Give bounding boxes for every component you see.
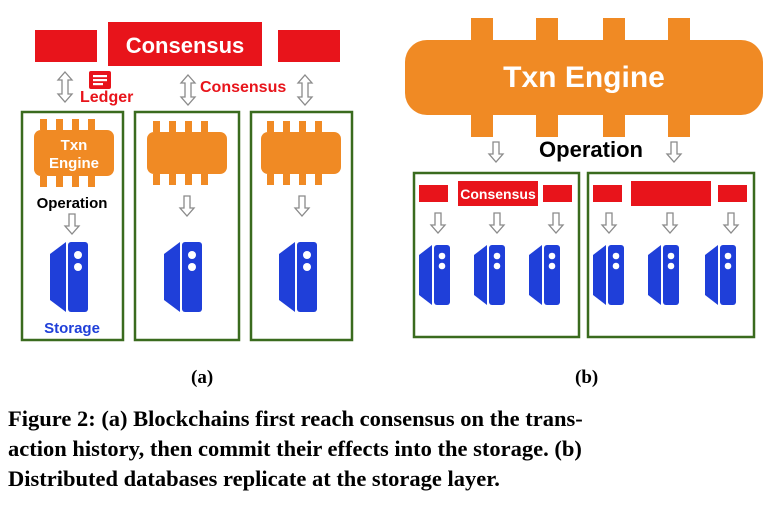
down-arrow-b-l2 (489, 212, 505, 234)
down-arrow-node2 (179, 195, 195, 217)
double-arrow-2 (180, 74, 196, 106)
storage-icon-b6 (705, 245, 736, 305)
txn-engine-chip-2 (147, 121, 227, 185)
down-arrow-node3 (294, 195, 310, 217)
subfigure-label-b: (b) (575, 367, 599, 388)
operation-label-b: Operation (539, 137, 643, 162)
down-arrow-b-r1 (601, 212, 617, 234)
node-box-1: Txn Engine Operation Storage (20, 110, 125, 342)
txn-engine-chip-3 (261, 121, 341, 185)
consensus-top-label: Consensus (126, 33, 245, 58)
storage-icon-3 (279, 242, 317, 312)
storage-icon-b4 (593, 245, 624, 305)
double-arrow-1 (57, 71, 73, 103)
consensus-bar-right (278, 30, 340, 62)
caption-line-2: action history, then commit their effect… (8, 436, 582, 461)
operation-label-a: Operation (37, 195, 108, 212)
subfigure-label-a: (a) (191, 367, 214, 388)
storage-icon-b2 (474, 245, 505, 305)
consensus-side-label: Consensus (200, 79, 286, 96)
storage-icon-b5 (648, 245, 679, 305)
down-arrow-b-right (666, 141, 682, 163)
consensus-bar-center (108, 22, 262, 66)
down-arrow-b-r3 (723, 212, 739, 234)
storage-icon-2 (164, 242, 202, 312)
node-box-2 (133, 110, 241, 342)
figure-caption: Figure 2: (a) Blockchains first reach co… (8, 404, 776, 494)
storage-icon-1 (50, 242, 88, 312)
txn-engine-line1: Txn (61, 137, 88, 154)
txn-engine-chip-1: Txn Engine (34, 119, 114, 187)
replica-group-right (586, 171, 756, 339)
figure-diagram: Consensus Ledger Consensus (20, 18, 763, 342)
down-arrow-b-left (488, 141, 504, 163)
down-arrow-b-r2 (662, 212, 678, 234)
down-arrow-b-l3 (548, 212, 564, 234)
txn-engine-big-label: Txn Engine (503, 61, 665, 94)
storage-label: Storage (44, 320, 100, 337)
replica-group-left: Consensus (412, 171, 581, 339)
panel-b: Txn Engine Operation Consensus (405, 18, 763, 339)
ledger-icon (89, 71, 111, 89)
ledger-label: Ledger (80, 89, 133, 106)
txn-engine-big-chip: Txn Engine (405, 18, 763, 137)
caption-line-3: Distributed databases replicate at the s… (8, 466, 500, 491)
txn-engine-line2: Engine (49, 155, 99, 172)
down-arrow-b-l1 (430, 212, 446, 234)
caption-line-1: Figure 2: (a) Blockchains first reach co… (8, 406, 583, 431)
node-box-3 (249, 110, 354, 342)
panel-a: Consensus Ledger Consensus (20, 22, 354, 342)
storage-icon-b3 (529, 245, 560, 305)
storage-icon-b1 (419, 245, 450, 305)
down-arrow-node1 (64, 213, 80, 235)
double-arrow-3 (297, 74, 313, 106)
consensus-label-b: Consensus (460, 186, 536, 202)
consensus-bar-left (35, 30, 97, 62)
